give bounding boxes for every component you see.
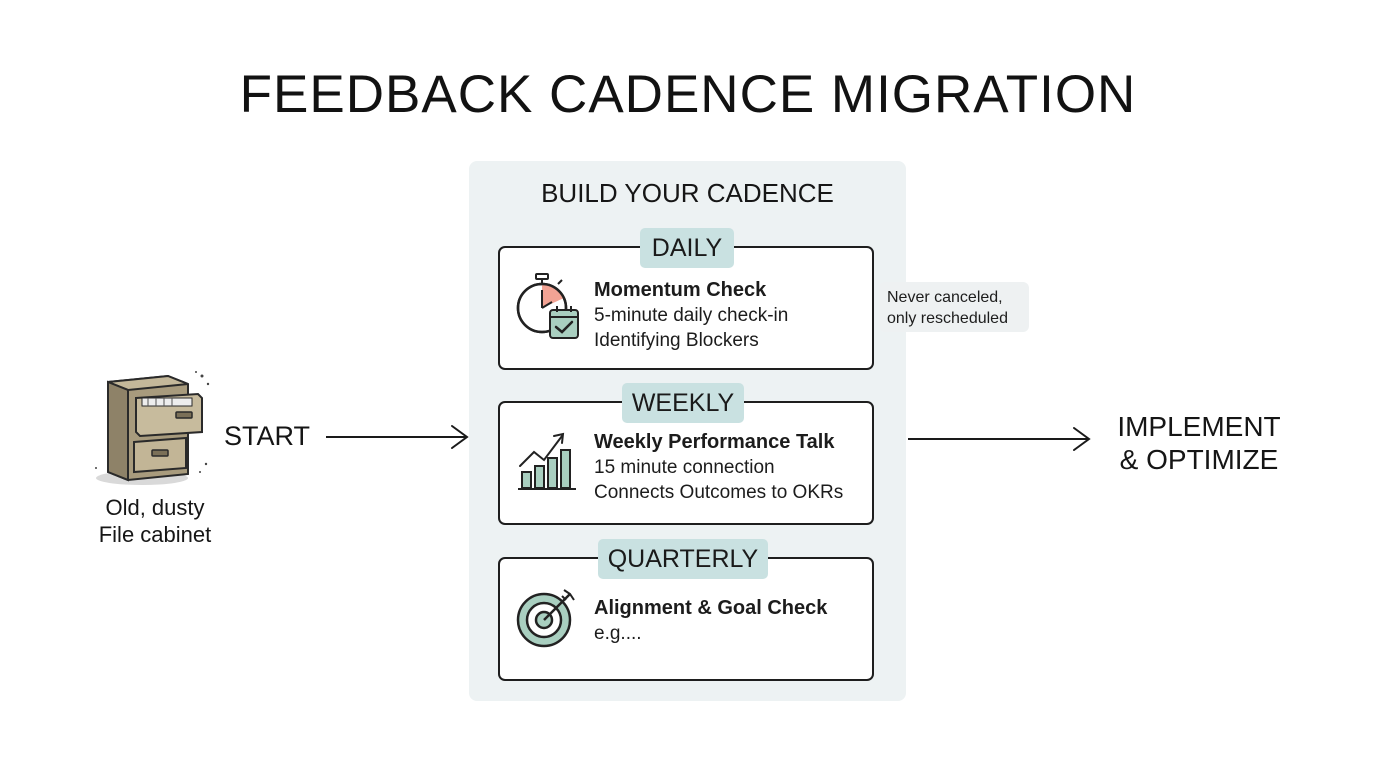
cabinet-caption-line1: Old, dusty: [105, 495, 205, 520]
daily-text: Momentum Check 5-minute daily check-in I…: [594, 278, 788, 353]
weekly-text: Weekly Performance Talk 15 minute connec…: [594, 430, 843, 505]
start-label: START: [224, 421, 311, 451]
start-arrow: [326, 425, 469, 449]
daily-line1: 5-minute daily check-in: [594, 305, 789, 326]
end-label: IMPLEMENT & OPTIMIZE: [1104, 410, 1294, 476]
growth-chart-icon: [518, 432, 576, 490]
file-cabinet-icon: [95, 371, 210, 485]
side-note-line1: Never canceled,: [887, 289, 1003, 306]
stopwatch-calendar-icon: [516, 273, 579, 339]
end-label-line1: IMPLEMENT: [1117, 411, 1281, 442]
weekly-heading: Weekly Performance Talk: [594, 431, 835, 453]
weekly-label: WEEKLY: [622, 383, 744, 423]
daily-label: DAILY: [640, 228, 734, 268]
end-arrow: [908, 427, 1091, 451]
side-note: Never canceled, only rescheduled: [879, 282, 1029, 332]
daily-heading: Momentum Check: [594, 279, 767, 301]
cabinet-caption-line2: File cabinet: [98, 522, 212, 547]
quarterly-label: QUARTERLY: [598, 539, 768, 579]
cabinet-caption: Old, dusty File cabinet: [80, 494, 230, 548]
end-label-line2: & OPTIMIZE: [1119, 444, 1279, 475]
side-note-line2: only rescheduled: [887, 310, 1008, 327]
target-icon: [516, 589, 575, 648]
weekly-line2: Connects Outcomes to OKRs: [594, 482, 844, 503]
quarterly-text: Alignment & Goal Check e.g....: [594, 596, 827, 646]
quarterly-line1: e.g....: [594, 623, 642, 644]
panel-title: BUILD YOUR CADENCE: [541, 178, 834, 208]
quarterly-heading: Alignment & Goal Check: [594, 597, 828, 619]
weekly-line1: 15 minute connection: [594, 457, 775, 478]
daily-line2: Identifying Blockers: [594, 330, 759, 351]
diagram-title: FEEDBACK CADENCE MIGRATION: [239, 65, 1137, 124]
